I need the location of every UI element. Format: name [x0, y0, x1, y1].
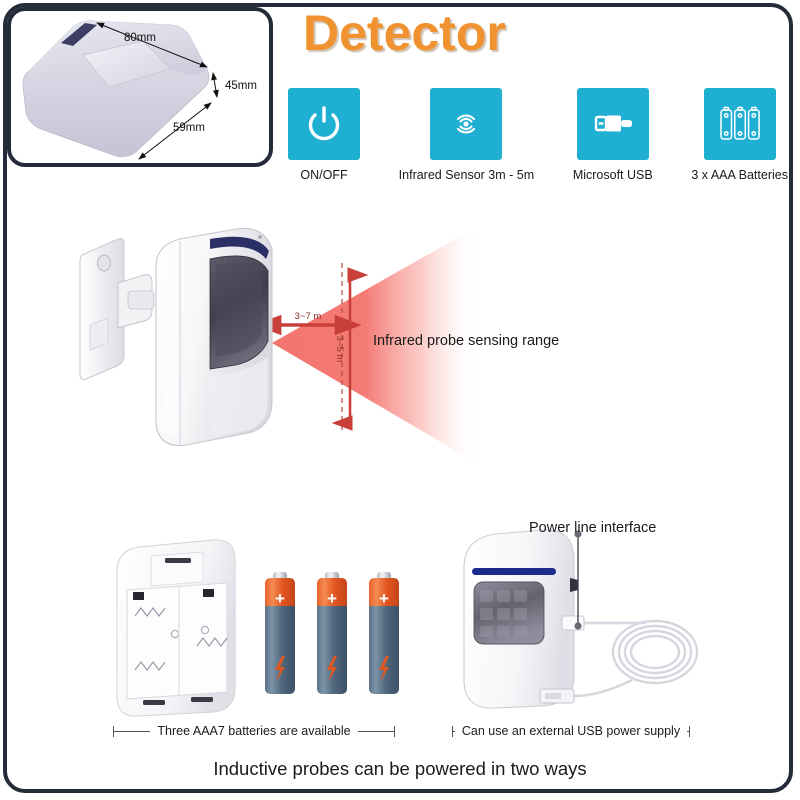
feature-batteries: 3 x AAA Batteries [691, 88, 788, 182]
usb-icon [594, 115, 632, 132]
battery-cells: + + + [265, 572, 399, 694]
caption-text-usb: Can use an external USB power supply [461, 724, 681, 738]
product-dimensions-panel: 80mm 45mm 59mm [7, 7, 273, 167]
sensing-range-caption: Infrared probe sensing range [373, 333, 560, 349]
wall-bracket [79, 238, 155, 380]
feature-tile-on-off [288, 88, 360, 160]
caption-tick-left [452, 725, 453, 737]
caption-line-left [114, 730, 151, 732]
infrared-sensor-icon [457, 114, 476, 134]
power-line-callout [574, 530, 582, 630]
pir-sensor-body [155, 227, 273, 447]
battery-compartment [116, 539, 236, 717]
detection-cone [272, 225, 480, 465]
battery-power-illustration: + + + [116, 539, 399, 717]
feature-tile-usb [576, 88, 649, 160]
feature-label-batteries: 3 x AAA Batteries [691, 168, 788, 182]
range-label-horizontal: 3~7 m [295, 311, 322, 322]
dimension-label-height: 45mm [225, 80, 257, 92]
battery-cell: + [265, 572, 295, 694]
range-label-vertical: 3~5 m [334, 336, 345, 363]
sensor-3d-body [22, 20, 210, 158]
usb-power-illustration [463, 529, 699, 709]
dimension-line-depth [138, 102, 212, 160]
power-line-callout-label: Power line interface [529, 520, 657, 536]
page-title: Detector [303, 5, 506, 61]
battery-option-caption: Three AAA7 batteries are available [113, 723, 396, 739]
feature-label-usb: Microsoft USB [572, 168, 653, 182]
svg-text:+: + [327, 589, 337, 608]
feature-tile-infrared-sensor [430, 88, 503, 160]
sensing-range-illustration: 3~7 m 3~5 m [79, 225, 480, 465]
caption-text-battery: Three AAA7 batteries are available [157, 724, 351, 738]
power-icon [308, 106, 340, 141]
dimension-line-length [96, 22, 208, 68]
feature-label-infrared-sensor: Infrared Sensor 3m - 5m [398, 168, 535, 182]
dimension-label-length: 80mm [124, 32, 156, 44]
pir-sensor-front [463, 529, 585, 709]
svg-text:+: + [379, 589, 389, 608]
feature-label-on-off: ON/OFF [300, 168, 348, 182]
feature-row: ON/OFF Infrared Sensor 3m - 5m [288, 88, 788, 200]
batteries-icon [719, 106, 760, 140]
usb-plug [539, 688, 575, 704]
caption-tick-right [394, 725, 396, 737]
feature-on-off: ON/OFF [288, 88, 360, 182]
feature-usb: Microsoft USB [573, 88, 653, 182]
feature-infrared-sensor: Infrared Sensor 3m - 5m [399, 88, 534, 182]
dimension-line-height [211, 72, 219, 98]
caption-line-right [687, 730, 689, 732]
usb-option-caption: Can use an external USB power supply [452, 723, 690, 739]
product-dimensions-illustration: 80mm 45mm 59mm [22, 20, 257, 160]
battery-cell: + [369, 572, 399, 694]
battery-cell: + [317, 572, 347, 694]
dimension-label-depth: 59mm [173, 122, 205, 134]
bottom-headline: Inductive probes can be powered in two w… [213, 758, 587, 779]
caption-line-left [453, 730, 455, 732]
caption-tick-right [689, 725, 690, 737]
svg-text:+: + [275, 589, 285, 608]
feature-tile-batteries [703, 88, 776, 160]
usb-cable [573, 619, 699, 698]
caption-line-right [357, 730, 395, 732]
caption-tick-left [113, 725, 114, 737]
